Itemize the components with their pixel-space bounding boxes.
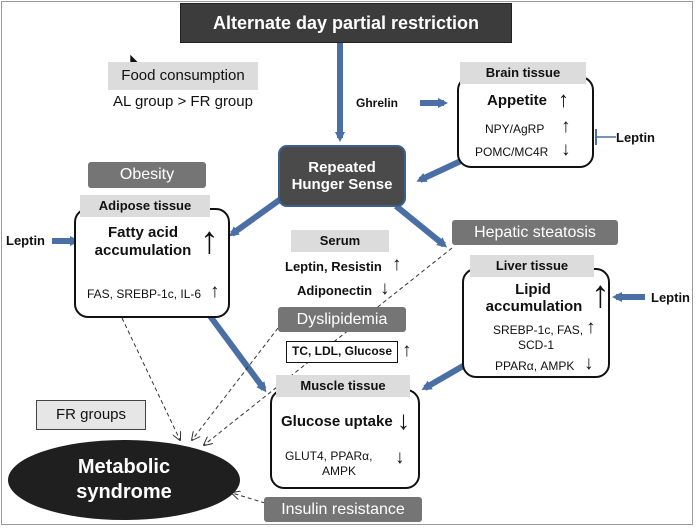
liver-markers-line1: SREBP-1c, FAS, [493,323,584,337]
glucose-uptake-down-arrow: ↓ [397,405,410,435]
page-title: Alternate day partial restriction [180,3,512,43]
adipose-tissue-header: Adipose tissue [80,195,210,217]
leptin-label-adipose: Leptin [6,233,45,248]
glucose-uptake-label: Glucose uptake [281,413,393,430]
muscle-markers-line1: GLUT4, PPARα, [285,449,373,463]
liver-tissue-box [462,268,610,378]
appetite-up-arrow: ↑ [558,87,569,112]
lipid-line1: Lipid [515,281,551,298]
liver-markers-down-arrow: ↓ [584,353,594,374]
hunger-line2: Hunger Sense [291,176,393,193]
liver-markers-line2: SCD-1 [518,338,555,352]
brain-tissue-header: Brain tissue [460,62,586,84]
leptin-resistin-up-arrow: ↑ [392,254,402,275]
liver-tissue-header: Liver tissue [470,255,594,277]
tc-ldl-glucose-box: TC, LDL, Glucose [286,341,398,363]
tc-ldl-glucose-up-arrow: ↑ [402,340,412,361]
hunger-line1: Repeated [308,159,376,176]
muscle-tissue-header: Muscle tissue [276,375,410,397]
liver-markers-up-arrow: ↑ [586,317,596,338]
muscle-markers-down-arrow: ↓ [395,447,405,468]
serum-adiponectin: Adiponectin [297,283,373,298]
npy-up-arrow: ↑ [561,116,571,137]
liver-markers-line3: PPARα, AMPK [495,359,575,373]
fatty-acid-up-arrow: ↑ [200,220,219,262]
muscle-tissue-box [270,389,420,489]
ghrelin-label: Ghrelin [356,96,399,110]
lipid-line2: accumulation [485,298,583,315]
adipose-tissue-box [74,208,230,318]
muscle-markers-line2: AMPK [322,464,357,478]
fr-groups-label: FR groups [36,400,146,430]
pomc-mc4r-label: POMC/MC4R [475,145,549,159]
adipose-markers: FAS, SREBP-1c, IL-6 [87,287,202,301]
insulin-resistance-label: Insulin resistance [264,497,422,522]
metabolic-syndrome-ellipse: Metabolic syndrome [8,440,240,520]
metabolic-line1: Metabolic [77,456,171,478]
serum-leptin-resistin: Leptin, Resistin [285,259,382,274]
obesity-label: Obesity [88,162,206,188]
leptin-label-liver: Leptin [651,290,690,305]
food-comparison: AL group > FR group [113,93,253,110]
hepatic-steatosis-label: Hepatic steatosis [452,220,618,245]
lipid-up-arrow: ↑ [591,274,610,316]
brain-tissue-box [457,76,594,168]
dyslipidemia-label: Dyslipidemia [278,307,406,332]
adipose-markers-up-arrow: ↑ [210,281,220,302]
fatty-acid-line1: Fatty acid [107,224,179,241]
fatty-acid-line2: accumulation [94,242,192,259]
leptin-label-brain: Leptin [616,130,655,145]
repeated-hunger-sense-box: Repeated Hunger Sense [278,145,406,207]
appetite-label: Appetite [487,92,547,109]
npy-agrp-label: NPY/AgRP [485,122,545,136]
pomc-down-arrow: ↓ [561,139,571,160]
adiponectin-down-arrow: ↓ [380,278,390,299]
serum-header: Serum [291,230,389,252]
metabolic-line2: syndrome [76,481,172,503]
food-consumption-label: Food consumption [108,62,258,90]
